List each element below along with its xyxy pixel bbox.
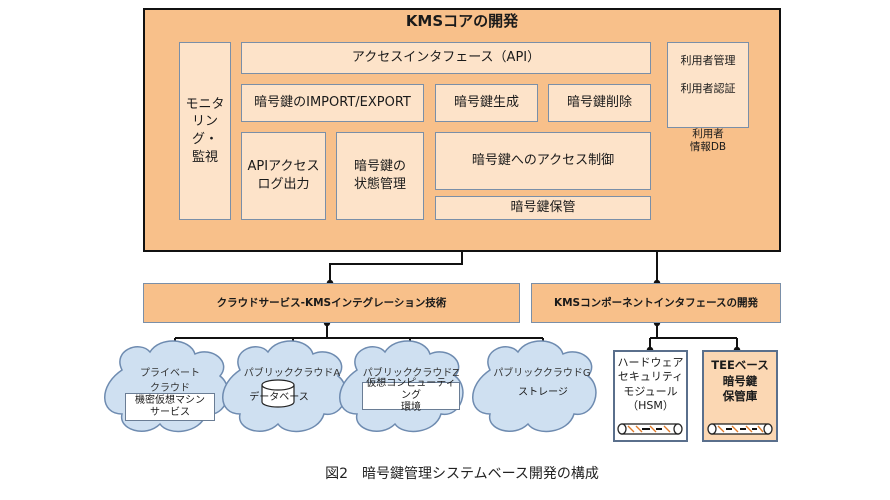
key-generate-box: 暗号鍵生成 <box>435 84 538 122</box>
public-cloud-a-label: パブリッククラウドA <box>243 368 341 379</box>
tee-line-3: 保管庫 <box>722 389 758 404</box>
key-state-line-2: 状態管理 <box>353 177 406 192</box>
monitoring-box: モニタ リング・ 監視 <box>179 42 231 220</box>
figure-caption: 図2 暗号鍵管理システムベース開発の構成 <box>325 465 599 482</box>
api-log-line-1: APIアクセス <box>247 159 320 175</box>
private-cloud-label: プライベート クラウド <box>120 364 220 394</box>
user-auth-label: 利用者認証 <box>680 81 736 95</box>
monitoring-line-1: モニタ <box>185 96 225 112</box>
database-icon <box>261 379 295 408</box>
tee-box: TEEベース 暗号鍵 保管庫 <box>702 350 778 442</box>
confidential-vm-line-2: サービス <box>150 407 190 418</box>
virtual-computing-line-2: 環境 <box>401 402 421 413</box>
hsm-line-4: （HSM） <box>627 398 674 412</box>
public-cloud-z-label: パブリッククラウドZ <box>362 368 460 379</box>
storage-label: ストレージ <box>518 387 568 399</box>
cloud-kms-integration-band: クラウドサービス-KMSインテグレーション技術 <box>143 283 520 323</box>
confidential-vm-line-1: 機密仮想マシン <box>135 395 205 406</box>
access-interface-box: アクセスインタフェース（API） <box>241 42 651 74</box>
virtual-computing-box: 仮想コンピューティング 環境 <box>362 378 460 413</box>
hsm-line-1: ハードウェア <box>617 356 684 369</box>
kms-core-title: KMSコアの開発 <box>405 11 519 30</box>
user-db-label: 利用者 情報DB <box>681 128 735 154</box>
tee-line-2: 暗号鍵 <box>722 373 758 388</box>
api-log-line-2: ログ出力 <box>257 177 310 192</box>
user-mgmt-label: 利用者管理 <box>680 53 736 67</box>
component-bus <box>649 323 738 350</box>
private-cloud-line-2: クラウド <box>150 383 190 394</box>
key-state-line-1: 暗号鍵の <box>353 159 406 175</box>
database-label: データベース <box>249 392 309 404</box>
import-export-box: 暗号鍵のIMPORT/EXPORT <box>241 84 424 122</box>
cloud-bus <box>174 323 544 350</box>
cloud-shape-g <box>472 340 597 433</box>
component-interface-band: KMSコンポーネントインタフェースの開発 <box>531 283 781 323</box>
tee-line-1: TEEベース <box>711 358 769 372</box>
key-storage-box: 暗号鍵保管 <box>435 196 651 220</box>
monitoring-line-3: 監視 <box>191 149 218 165</box>
hsm-box: ハードウェア セキュリティ モジュール （HSM） <box>613 350 688 442</box>
public-cloud-g-label: パブリッククラウドG <box>493 368 591 379</box>
confidential-vm-box: 機密仮想マシン サービス <box>125 393 215 421</box>
private-cloud-line-1: プライベート <box>140 368 200 379</box>
key-state-box: 暗号鍵の 状態管理 <box>336 132 424 220</box>
hsm-line-2: セキュリティ <box>617 370 684 384</box>
key-delete-box: 暗号鍵削除 <box>548 84 651 122</box>
hsm-line-3: モジュール <box>623 384 678 398</box>
user-db-line-2: 情報DB <box>689 141 727 153</box>
virtual-computing-line-1: 仮想コンピューティング <box>366 378 456 401</box>
user-db-line-1: 利用者 <box>692 128 724 141</box>
access-control-box: 暗号鍵へのアクセス制御 <box>435 132 651 190</box>
api-log-box: APIアクセス ログ出力 <box>241 132 326 220</box>
user-management-box <box>667 42 749 128</box>
monitoring-line-2: リング・ <box>191 114 218 147</box>
